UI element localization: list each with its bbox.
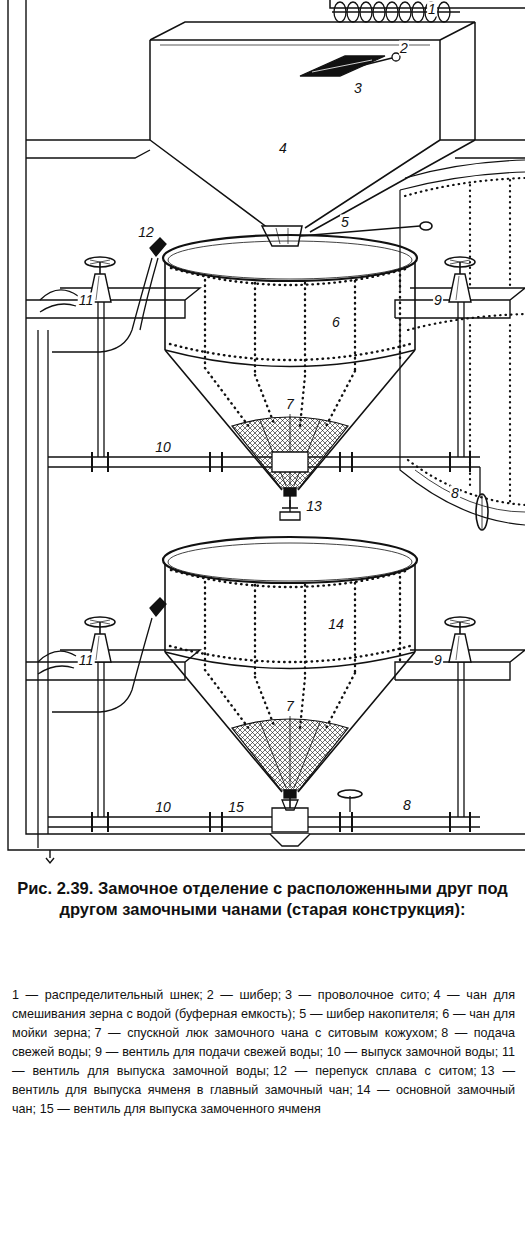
wire-sieve (300, 53, 400, 76)
callout-number: 14 (327, 617, 345, 632)
figure-key: 1 — распределительный шнек; 2 — шибер;3 —… (12, 986, 515, 1119)
callout-number: 6 (331, 315, 341, 330)
key-entry: 5 — шибер накопителя; (299, 1007, 438, 1021)
callout-number: 7 (285, 397, 295, 412)
key-entry: 1 — распределительный шнек; (12, 988, 203, 1002)
valve (445, 617, 475, 662)
building-wall (8, 0, 525, 863)
key-entry: 12 — перепуск сплава с ситом; (273, 1064, 477, 1078)
main-steeping-tank (163, 537, 417, 810)
callout-number: 10 (154, 800, 172, 815)
valve (445, 257, 475, 302)
callout-number: 9 (433, 653, 443, 668)
callout-number: 4 (278, 141, 288, 156)
key-entry: 7 — спускной люк замочного чана с ситовы… (95, 1026, 438, 1040)
callout-number: 1 (427, 2, 437, 17)
callout-number: 12 (137, 225, 155, 240)
callout-number: 7 (285, 699, 295, 714)
hopper-gate (300, 222, 432, 236)
figure-caption: Рис. 2.39. Замочное отделение с располож… (14, 878, 511, 920)
callout-number: 13 (305, 499, 323, 514)
buffer-hopper (150, 0, 525, 246)
caption-text: Рис. 2.39. Замочное отделение с располож… (17, 879, 508, 918)
key-entry: 9 — вентиль для подачи свежей воды; (95, 1045, 323, 1059)
distribution-screw (332, 2, 460, 22)
key-entry: 15 — вентиль для выпуска замоченного ячм… (40, 1102, 321, 1116)
callout-number: 11 (78, 653, 95, 668)
key-entry: 2 — шибер; (207, 988, 282, 1002)
callout-number: 3 (353, 81, 363, 96)
key-entry: 3 — проволочное сито; (285, 988, 430, 1002)
callout-number: 8 (450, 486, 460, 501)
callout-number: 11 (78, 293, 95, 308)
illustration (0, 0, 525, 865)
callout-number: 2 (399, 41, 409, 56)
pipework (38, 238, 488, 848)
callout-number: 10 (154, 440, 172, 455)
callout-number: 9 (433, 293, 443, 308)
callout-number: 8 (402, 798, 412, 813)
key-entry: 10 — выпуск замочной воды; (327, 1045, 498, 1059)
callout-number: 15 (227, 800, 245, 815)
callout-number: 5 (340, 215, 350, 230)
neighbour-tank (400, 160, 525, 525)
